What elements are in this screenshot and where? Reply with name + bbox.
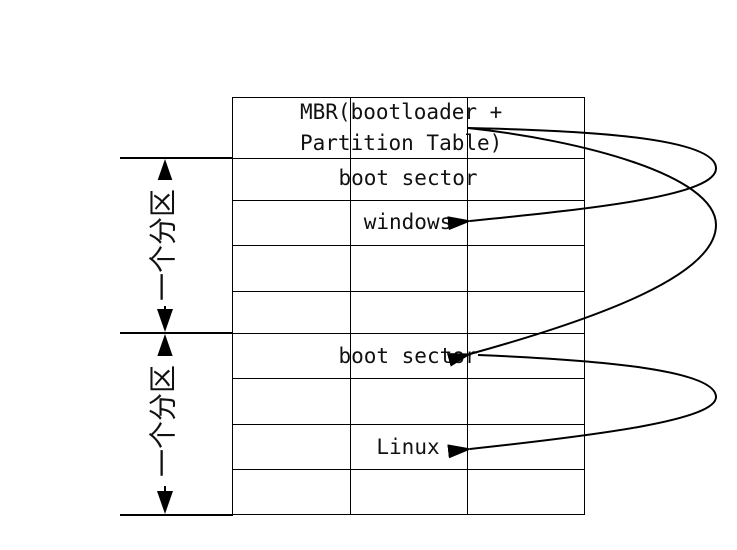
windows-label: windows xyxy=(364,210,453,234)
label-mask xyxy=(148,356,182,486)
boot-chain-arrows xyxy=(446,127,718,459)
partition2-side-label-wrap: 一个分区 xyxy=(147,356,182,486)
label-mask xyxy=(148,180,182,306)
partition1-arrow-down xyxy=(157,309,173,332)
mbr-label-line2: Partition Table) xyxy=(300,131,502,155)
partition1-side-label: 一个分区 xyxy=(147,189,180,301)
partition2-arrow-down xyxy=(157,491,173,514)
partition2-side-label: 一个分区 xyxy=(147,365,180,477)
mbr-to-windows-arrow xyxy=(447,127,718,231)
partition1-side-label-wrap: 一个分区 xyxy=(147,180,182,306)
partition-boundaries xyxy=(120,157,233,516)
table-outline xyxy=(232,97,585,515)
mbr-to-linux-boot-sector-arrow xyxy=(446,127,718,367)
mbr-label-line1: MBR(bootloader + xyxy=(300,100,502,124)
partition1-arrow-up xyxy=(157,159,173,182)
partition1-boot-sector-label: boot sector xyxy=(338,166,477,190)
partition2-arrow-up xyxy=(157,334,173,357)
partition2-boot-sector-label: boot sector xyxy=(338,344,477,368)
linux-label: Linux xyxy=(376,435,439,459)
boot-sector-to-linux-arrow xyxy=(447,354,718,459)
